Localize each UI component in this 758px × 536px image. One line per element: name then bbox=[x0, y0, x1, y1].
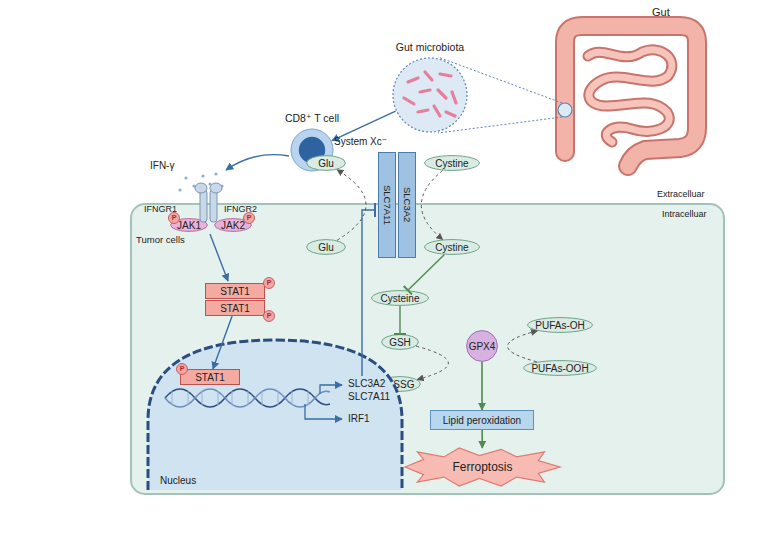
small-intestine bbox=[588, 50, 672, 142]
cytokine-dots bbox=[178, 172, 223, 193]
secretion-arrow bbox=[226, 155, 289, 170]
node-text: GPX4 bbox=[469, 341, 496, 352]
node-text: Glu bbox=[318, 242, 334, 253]
annotation-label: SLC3A2 bbox=[348, 378, 385, 390]
annotation-label: SLC7A11 bbox=[348, 391, 390, 403]
zoom-circle bbox=[558, 103, 572, 117]
cytokine-dot bbox=[178, 188, 181, 191]
stat1-box: STAT1 bbox=[180, 369, 240, 385]
node-text: Cysteine bbox=[381, 293, 420, 304]
cytokine-dot bbox=[214, 172, 217, 175]
microbiota-circle-outline bbox=[392, 57, 468, 133]
node-text: PUFAs-OH bbox=[535, 320, 584, 331]
cytokine-dot bbox=[198, 190, 201, 193]
cytokine-dot bbox=[184, 176, 187, 179]
annotation-label: IFNGR2 bbox=[224, 203, 257, 215]
metabolite-oval: Glu bbox=[306, 155, 346, 171]
outcome-burst: Ferroptosis bbox=[405, 448, 560, 486]
node-text: Glu bbox=[318, 158, 334, 169]
node-text: JAK1 bbox=[177, 220, 201, 231]
receptor-head bbox=[195, 183, 207, 193]
phosphate-label: P bbox=[267, 312, 272, 320]
cytokine-dot bbox=[201, 174, 204, 177]
cytokine-dot bbox=[208, 182, 211, 185]
metabolite-oval: Cystine bbox=[424, 155, 480, 171]
process-box: Lipid peroxidation bbox=[430, 410, 534, 430]
node-text: Tumor cells bbox=[136, 234, 185, 245]
node-text: STAT1 bbox=[195, 372, 225, 383]
node-text: Cystine bbox=[435, 242, 468, 253]
microbiota-circle: Gut microbiota bbox=[392, 57, 468, 133]
annotation-label: Gut bbox=[652, 6, 670, 18]
annotation-label: System Xc⁻ bbox=[334, 136, 387, 148]
node-text: STAT1 bbox=[220, 303, 250, 314]
metabolite-oval: GSH bbox=[381, 334, 419, 350]
node-text: GSH bbox=[389, 337, 411, 348]
annotation-label: IFNGR1 bbox=[144, 203, 177, 215]
lipid-oval: PUFAs-OH bbox=[527, 317, 593, 333]
annotation-label: Extracelluar bbox=[657, 188, 705, 200]
node-text: Cystine bbox=[435, 158, 468, 169]
node-text: STAT1 bbox=[220, 286, 250, 297]
annotation-label: Intracelluar bbox=[662, 208, 707, 220]
lipid-oval: PUFAs-OOH bbox=[523, 360, 597, 376]
phosphate-label: P bbox=[267, 279, 272, 287]
phosphate-label: P bbox=[180, 365, 185, 373]
cytokine-dot bbox=[220, 184, 223, 187]
node-text: Nucleus bbox=[160, 475, 196, 486]
colon-outline bbox=[565, 26, 697, 166]
metabolite-oval: Glu bbox=[306, 239, 346, 255]
small-intestine-outline bbox=[588, 50, 672, 142]
enzyme-circle: GPX4 bbox=[466, 330, 498, 362]
transporter-subunit: SLC3A2 bbox=[398, 152, 416, 258]
metabolite-oval: Cysteine bbox=[371, 290, 429, 306]
receptor-head bbox=[210, 183, 222, 193]
transporter-subunit: SLC7A11 bbox=[378, 152, 396, 258]
node-text: SLC7A11 bbox=[378, 185, 396, 225]
node-text: CD8⁺ T cell bbox=[285, 113, 339, 124]
colon bbox=[565, 26, 697, 166]
metabolite-oval: Cystine bbox=[424, 239, 480, 255]
node-text: Gut microbiota bbox=[396, 42, 464, 53]
annotation-label: IRF1 bbox=[348, 413, 370, 425]
node-text: SLC3A2 bbox=[398, 187, 416, 222]
phosphate-label: P bbox=[247, 214, 252, 222]
phosphate-label: P bbox=[172, 214, 177, 222]
annotation-label: IFN-γ bbox=[150, 160, 174, 172]
gut-illustration bbox=[438, 26, 697, 166]
kinase-oval: JAK2 bbox=[214, 218, 252, 232]
node-text: JAK2 bbox=[221, 220, 245, 231]
node-text: Ferroptosis bbox=[452, 462, 512, 473]
stat1-box: STAT1 bbox=[205, 283, 265, 299]
node-text: PUFAs-OOH bbox=[531, 363, 588, 374]
stat1-box: STAT1 bbox=[205, 300, 265, 316]
tumor-cell: Tumor cellsJAK1JAK2GluCystineSTAT1STAT1C… bbox=[130, 203, 725, 495]
cytokine-dot bbox=[192, 184, 195, 187]
node-text: Lipid peroxidation bbox=[443, 415, 521, 426]
